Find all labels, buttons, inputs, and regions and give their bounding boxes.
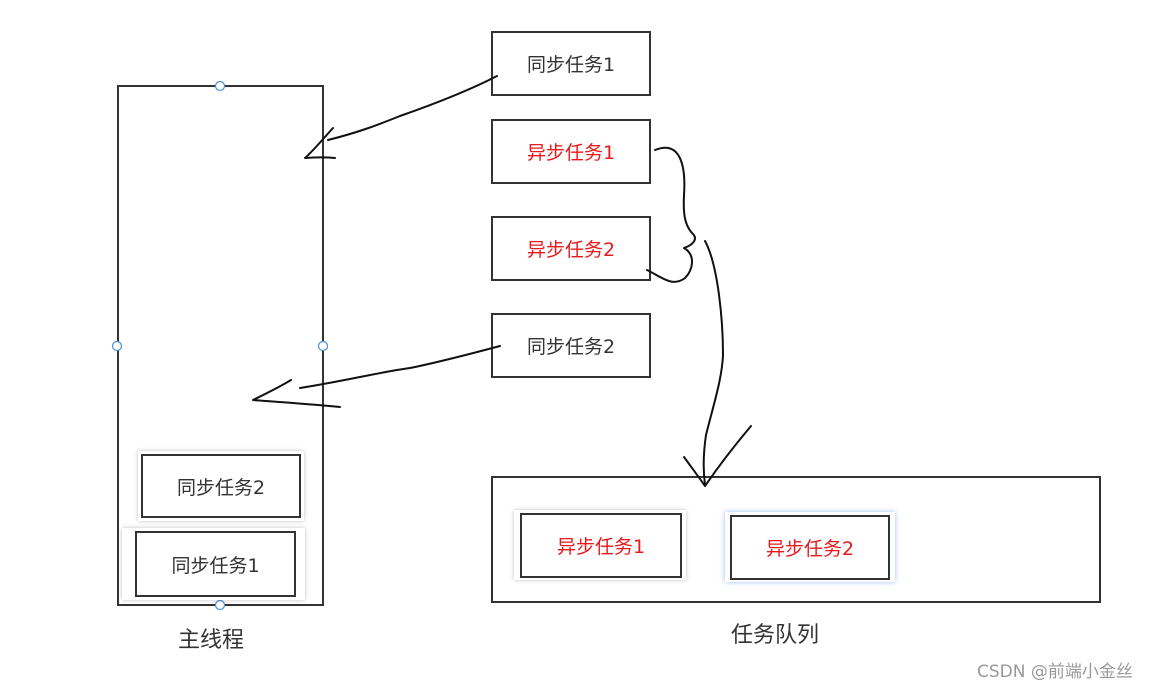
source-sync-task-2: 同步任务2 — [491, 313, 651, 378]
handle-bottom — [214, 599, 226, 611]
stack-item-label: 同步任务2 — [176, 476, 266, 499]
handle-left — [111, 340, 123, 352]
arrow-sync2-to-main — [299, 345, 501, 389]
arrow-async1-curl — [646, 146, 696, 283]
source-async-task-1: 异步任务1 — [491, 119, 651, 184]
main-thread-stack-item-1: 同步任务1 — [135, 531, 296, 597]
arrowhead-sync1 — [304, 127, 336, 159]
queue-async-task-1: 异步任务1 — [520, 513, 682, 578]
arrow-async-to-queue — [702, 240, 724, 486]
watermark: CSDN @前端小金丝 — [977, 662, 1133, 682]
main-thread-stack-item-2: 同步任务2 — [141, 454, 301, 518]
main-thread-label: 主线程 — [178, 628, 245, 653]
arrow-sync1-to-main — [327, 75, 498, 141]
arrowhead-queue — [683, 425, 752, 487]
stack-item-label: 同步任务1 — [171, 554, 260, 577]
task-label: 同步任务1 — [526, 54, 616, 76]
task-label: 异步任务2 — [526, 239, 616, 261]
task-label: 异步任务1 — [526, 142, 616, 164]
task-label: 同步任务2 — [526, 336, 616, 358]
task-queue-label: 任务队列 — [731, 623, 820, 648]
handle-top — [214, 80, 226, 92]
handle-right — [317, 340, 329, 352]
queue-async-task-2: 异步任务2 — [730, 515, 890, 580]
queue-item-label: 异步任务2 — [765, 538, 855, 560]
source-sync-task-1: 同步任务1 — [491, 31, 651, 96]
task-queue-box — [491, 476, 1101, 603]
source-async-task-2: 异步任务2 — [491, 216, 651, 281]
arrowhead-sync2 — [252, 379, 341, 408]
queue-item-label: 异步任务1 — [556, 536, 646, 558]
